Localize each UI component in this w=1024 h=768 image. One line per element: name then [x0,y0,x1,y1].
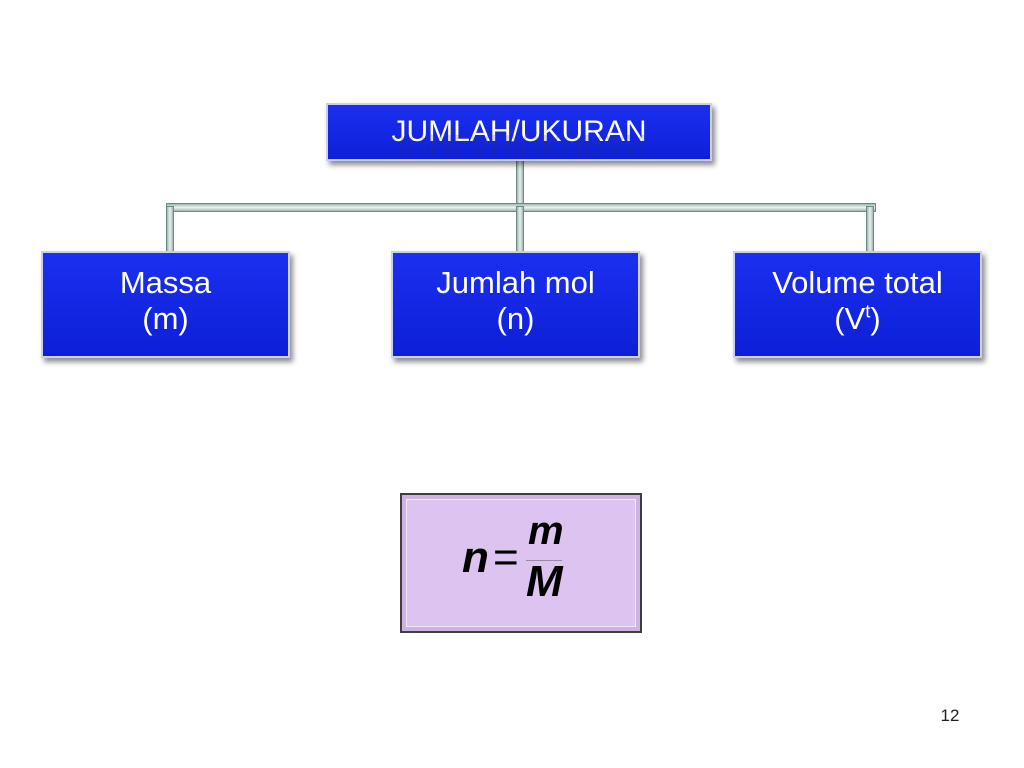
node-massa: Massa (m) [41,251,290,358]
superscript-t: t [865,300,871,322]
node-volume-total-symbol: (Vt) [834,300,881,336]
node-jumlah-mol-name: Jumlah mol [436,265,595,300]
node-jumlah-mol: Jumlah mol (n) [391,251,640,358]
connector-left-drop [166,206,174,252]
node-volume-total-name: Volume total [772,265,943,300]
page-number: 12 [940,706,960,725]
node-jumlah-mol-symbol: (n) [496,301,535,336]
formula-numerator: m [528,509,564,553]
node-massa-name: Massa [119,265,212,300]
connector-right-drop [866,206,874,252]
connector-root-stem [516,160,524,208]
node-volume-total: Volume total (Vt) [733,251,982,358]
root-node-label: JUMLAH/UKURAN [391,115,647,148]
formula-box: n = m M [400,493,642,633]
connector-middle-drop [516,206,524,252]
root-node: JUMLAH/UKURAN [326,103,712,161]
formula-denominator: M [526,557,563,606]
formula-fraction-bar [526,560,562,561]
root-node-reflection: JUMLAH/UKURAN [391,129,647,159]
node-massa-symbol: (m) [142,301,189,336]
formula-lhs: n [462,533,489,582]
formula-equals: = [493,533,519,582]
